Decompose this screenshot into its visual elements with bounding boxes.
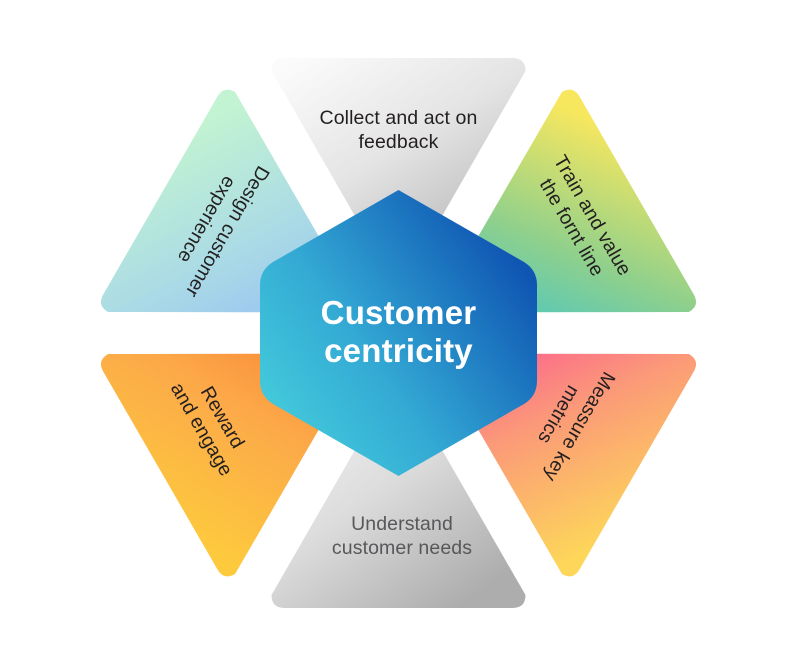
petal-understand-customer-needs[interactable]: [271, 396, 526, 608]
petal-shape-understand-customer-needs[interactable]: [271, 396, 526, 608]
petal-shape-collect-and-act-on-feedback[interactable]: [271, 58, 526, 270]
center-title-line2: centricity: [324, 332, 473, 369]
center-hexagon[interactable]: Customer centricity: [260, 190, 537, 476]
label-line2-understand-customer-needs: customer needs: [332, 537, 472, 559]
center-title-line1: Customer: [321, 294, 477, 331]
label-collect-and-act-on-feedback: Collect and act on feedback: [320, 107, 478, 153]
label-line1-understand-customer-needs: Understand: [351, 513, 453, 535]
center-hexagon-shape[interactable]: [260, 190, 537, 476]
petal-collect-and-act-on-feedback[interactable]: [271, 58, 526, 270]
label-line1-collect-and-act-on-feedback: Collect and act on: [320, 107, 478, 129]
label-understand-customer-needs: Understand customer needs: [332, 513, 472, 559]
label-line2-collect-and-act-on-feedback: feedback: [359, 131, 439, 153]
